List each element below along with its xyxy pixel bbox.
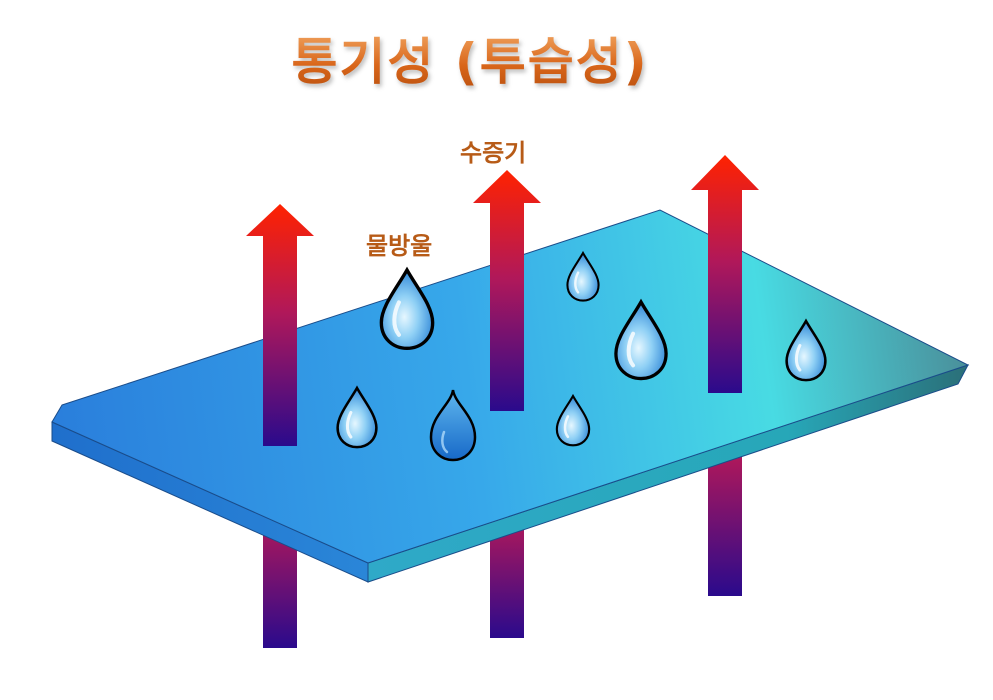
vapor-arrow-icon bbox=[246, 204, 314, 446]
vapor-arrow-icon bbox=[708, 455, 742, 596]
vapor-arrow-icon bbox=[473, 170, 541, 411]
water-droplet-icon bbox=[379, 266, 435, 350]
water-droplet-icon bbox=[566, 250, 600, 302]
water-droplet-icon bbox=[614, 298, 668, 381]
water-droplet-icon bbox=[555, 393, 591, 447]
water-droplets-label: 물방울 bbox=[366, 232, 433, 260]
vapor-arrow-icon bbox=[691, 155, 759, 393]
water-droplet-icon bbox=[429, 389, 477, 462]
water-droplets bbox=[336, 250, 827, 462]
page-title: 통기성 (투습성) bbox=[0, 22, 940, 94]
water-droplet-icon bbox=[336, 385, 378, 449]
upper-arrows bbox=[246, 155, 759, 446]
water-vapor-label: 수증기 bbox=[460, 139, 527, 167]
water-droplet-icon bbox=[785, 318, 827, 382]
